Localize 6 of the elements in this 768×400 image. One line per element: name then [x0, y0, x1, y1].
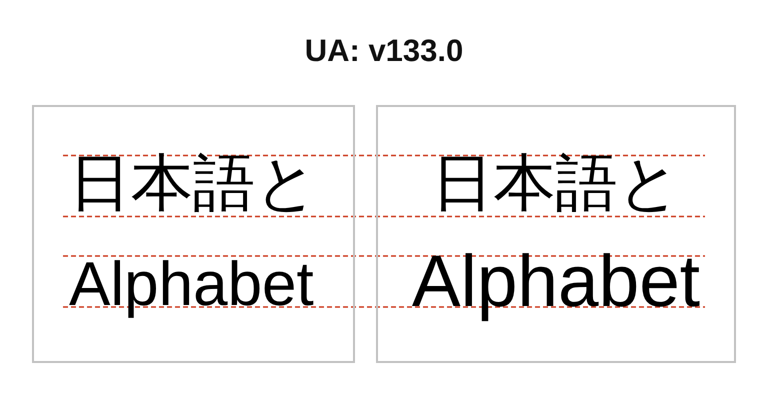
text-panel	[32, 105, 355, 363]
sample-text: Alphabet	[69, 254, 314, 316]
sample-text: 日本語と	[69, 152, 318, 214]
sample-text: 日本語と	[432, 152, 680, 214]
title: UA: v133.0	[304, 35, 464, 66]
text-panel	[376, 105, 736, 363]
